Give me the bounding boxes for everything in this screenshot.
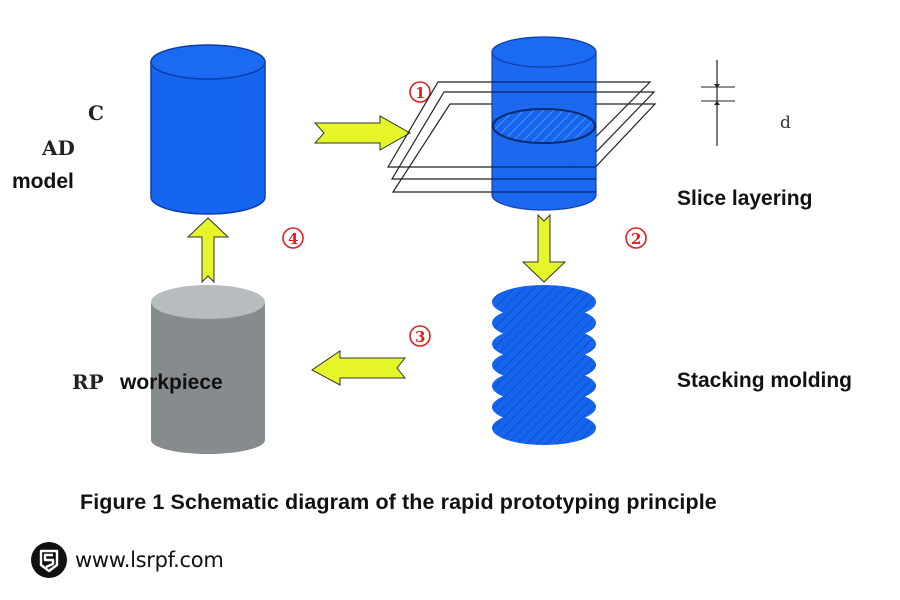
arrow-up-icon bbox=[186, 217, 230, 284]
cad-label-ad: AD bbox=[41, 136, 75, 160]
slice-layering-group bbox=[386, 36, 657, 211]
thickness-dimension bbox=[701, 60, 735, 146]
svg-text:1: 1 bbox=[415, 84, 425, 102]
step-2-marker: 2 bbox=[625, 227, 647, 249]
arrow-left-icon bbox=[311, 350, 407, 386]
arrow-right-icon bbox=[313, 115, 412, 151]
svg-text:3: 3 bbox=[415, 328, 425, 346]
cad-label-c: C bbox=[88, 101, 104, 125]
svg-text:4: 4 bbox=[288, 230, 298, 248]
rp-label-serif: RP bbox=[72, 370, 104, 394]
thickness-label: d bbox=[780, 113, 791, 133]
shield-s-logo-icon bbox=[31, 542, 67, 578]
arrow-down-icon bbox=[521, 213, 567, 283]
step-3-marker: 3 bbox=[409, 325, 431, 347]
brand-url: www.lsrpf.com bbox=[75, 548, 224, 572]
stacking-molding-stack bbox=[492, 285, 596, 445]
stacking-molding-label: Stacking molding bbox=[677, 369, 852, 392]
brand-watermark: www.lsrpf.com bbox=[30, 541, 224, 579]
cad-label-model: model bbox=[12, 170, 74, 193]
svg-text:2: 2 bbox=[631, 230, 641, 248]
figure-caption: Figure 1 Schematic diagram of the rapid … bbox=[80, 490, 717, 514]
step-1-marker: 1 bbox=[409, 81, 431, 103]
cad-model-cylinder bbox=[150, 44, 266, 215]
rp-workpiece-cylinder bbox=[151, 285, 265, 454]
step-4-marker: 4 bbox=[282, 227, 304, 249]
slice-layering-label: Slice layering bbox=[677, 187, 812, 210]
rp-label-workpiece: workpiece bbox=[119, 371, 223, 394]
